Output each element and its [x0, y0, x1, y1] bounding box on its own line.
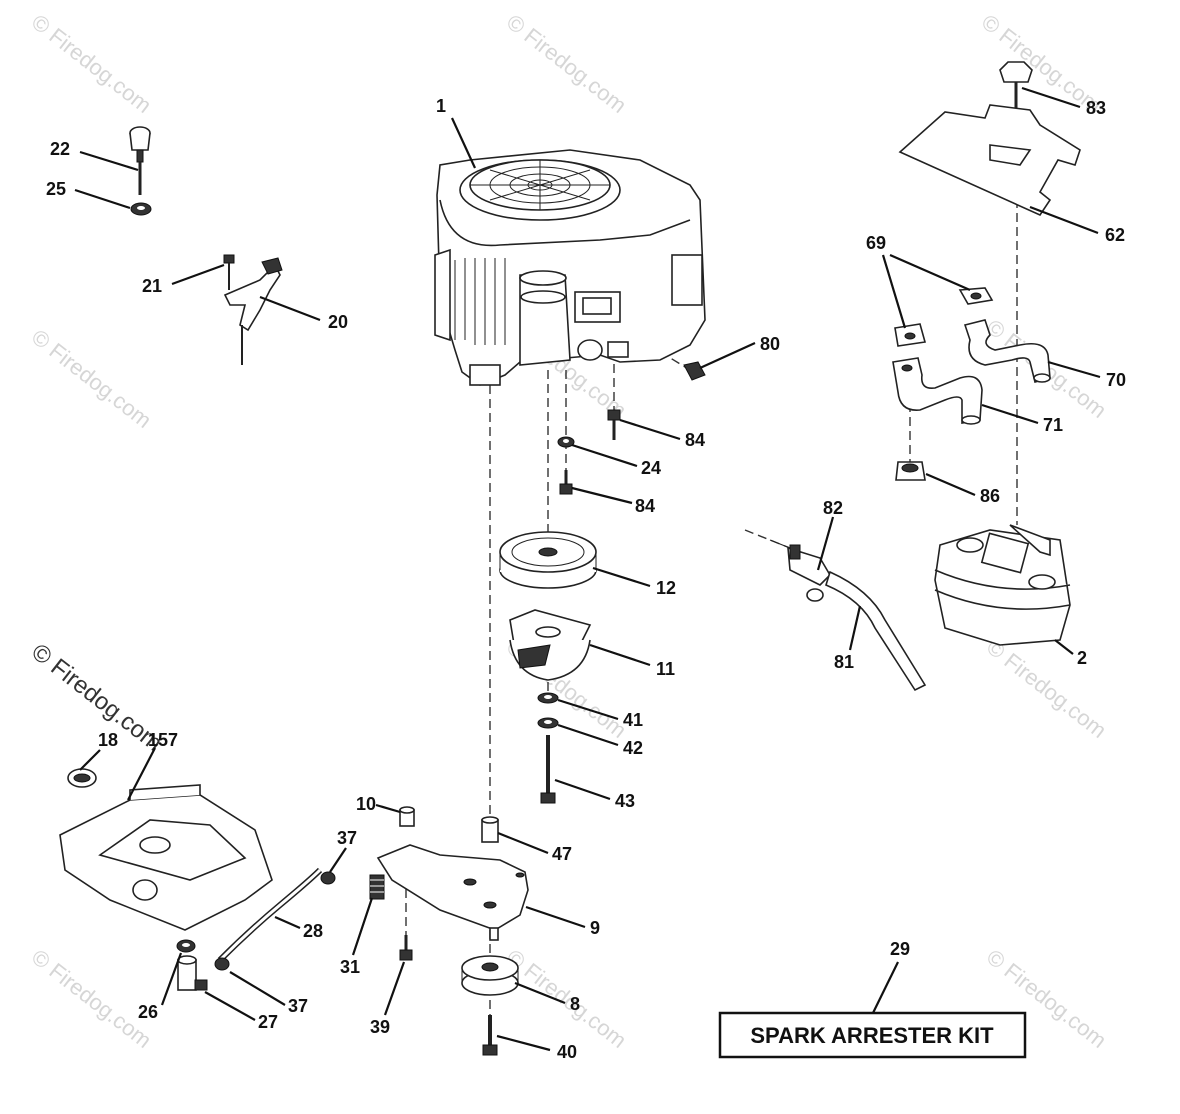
callout-86: 86	[980, 486, 1000, 506]
callout-80: 80	[760, 334, 780, 354]
leader-lines	[74, 86, 1101, 1052]
callout-24: 24	[641, 458, 661, 478]
washer-24	[557, 436, 575, 448]
callout-29: 29	[890, 939, 910, 959]
callout-84: 84	[685, 430, 705, 450]
washer-25	[130, 202, 152, 216]
engine	[434, 149, 706, 386]
spark-arrester-kit-box: SPARK ARRESTER KIT	[718, 1011, 1027, 1059]
callout-70: 70	[1106, 370, 1126, 390]
watermark: © Firedog.com	[27, 324, 156, 433]
watermark-dark: © Firedog.com	[26, 638, 167, 756]
watermark: © Firedog.com	[982, 634, 1111, 743]
washer-41	[537, 692, 559, 704]
knob-22	[129, 126, 151, 195]
spacer-10	[399, 806, 415, 827]
fuel-line-28	[217, 867, 323, 963]
callout-31: 31	[340, 957, 360, 977]
callout-84b: 84	[635, 496, 655, 516]
idler-pulley-8	[461, 955, 519, 996]
idler-bracket-9	[376, 844, 529, 941]
callout-27: 27	[258, 1012, 278, 1032]
bolt-84-lower	[559, 470, 573, 495]
callout-9: 9	[590, 918, 600, 938]
pulley-12	[499, 531, 597, 589]
clutch-11	[509, 609, 592, 681]
callout-26: 26	[138, 1002, 158, 1022]
callout-8: 8	[570, 994, 580, 1014]
nut-80	[683, 361, 706, 381]
washer-42	[537, 717, 559, 729]
spacer-47	[481, 816, 499, 843]
watermark: © Firedog.com	[27, 9, 156, 118]
spring-31	[369, 874, 385, 900]
watermark: © Firedog.com	[27, 944, 156, 1053]
clamp-37-upper	[320, 871, 336, 885]
callout-28: 28	[303, 921, 323, 941]
callout-25: 25	[46, 179, 66, 199]
callout-37b: 37	[288, 996, 308, 1016]
callout-20: 20	[328, 312, 348, 332]
heat-shield-62	[898, 104, 1081, 217]
bolt-43	[540, 735, 556, 804]
callout-40: 40	[557, 1042, 577, 1062]
fuel-cap-18	[67, 768, 97, 788]
callout-82: 82	[823, 498, 843, 518]
fitting-82	[769, 539, 832, 602]
throttle-bracket-20	[223, 257, 283, 365]
callout-11: 11	[656, 659, 675, 679]
callout-71: 71	[1043, 415, 1063, 435]
callout-18: 18	[98, 730, 118, 750]
callout-43: 43	[615, 791, 635, 811]
bolt-40	[482, 1015, 498, 1056]
bolt-84-upper	[607, 409, 621, 440]
exhaust-pipe-71	[892, 357, 983, 425]
screw-21	[223, 254, 235, 290]
drain-tube-81	[825, 570, 927, 692]
watermark: © Firedog.com	[502, 944, 631, 1053]
callout-157: 157	[148, 730, 178, 750]
bushing-26	[176, 939, 196, 953]
callout-21: 21	[142, 276, 162, 296]
callout-62: 62	[1105, 225, 1125, 245]
callout-83: 83	[1086, 98, 1106, 118]
callout-81: 81	[834, 652, 854, 672]
callout-22: 22	[50, 139, 70, 159]
nut-86	[895, 461, 926, 481]
kit-label: SPARK ARRESTER KIT	[750, 1023, 994, 1048]
clamp-37-lower	[214, 957, 230, 971]
callout-37: 37	[337, 828, 357, 848]
watermark: © Firedog.com	[502, 9, 631, 118]
callout-47: 47	[552, 844, 572, 864]
callout-69: 69	[866, 233, 886, 253]
callout-42: 42	[623, 738, 643, 758]
bolt-39	[399, 935, 413, 961]
gasket-69	[894, 287, 994, 347]
exhaust-pipe-70	[963, 319, 1051, 383]
muffler-2	[934, 524, 1071, 646]
callout-2: 2	[1077, 648, 1087, 668]
callout-39: 39	[370, 1017, 390, 1037]
callout-10: 10	[356, 794, 376, 814]
callout-labels: 1 22 25 21 20 83 62 69 70 71 80 84 24 84…	[46, 96, 1126, 1062]
callout-12: 12	[656, 578, 676, 598]
callout-1: 1	[436, 96, 446, 116]
fuel-tank-157	[59, 784, 273, 931]
valve-27	[177, 955, 208, 991]
callout-41: 41	[623, 710, 643, 730]
